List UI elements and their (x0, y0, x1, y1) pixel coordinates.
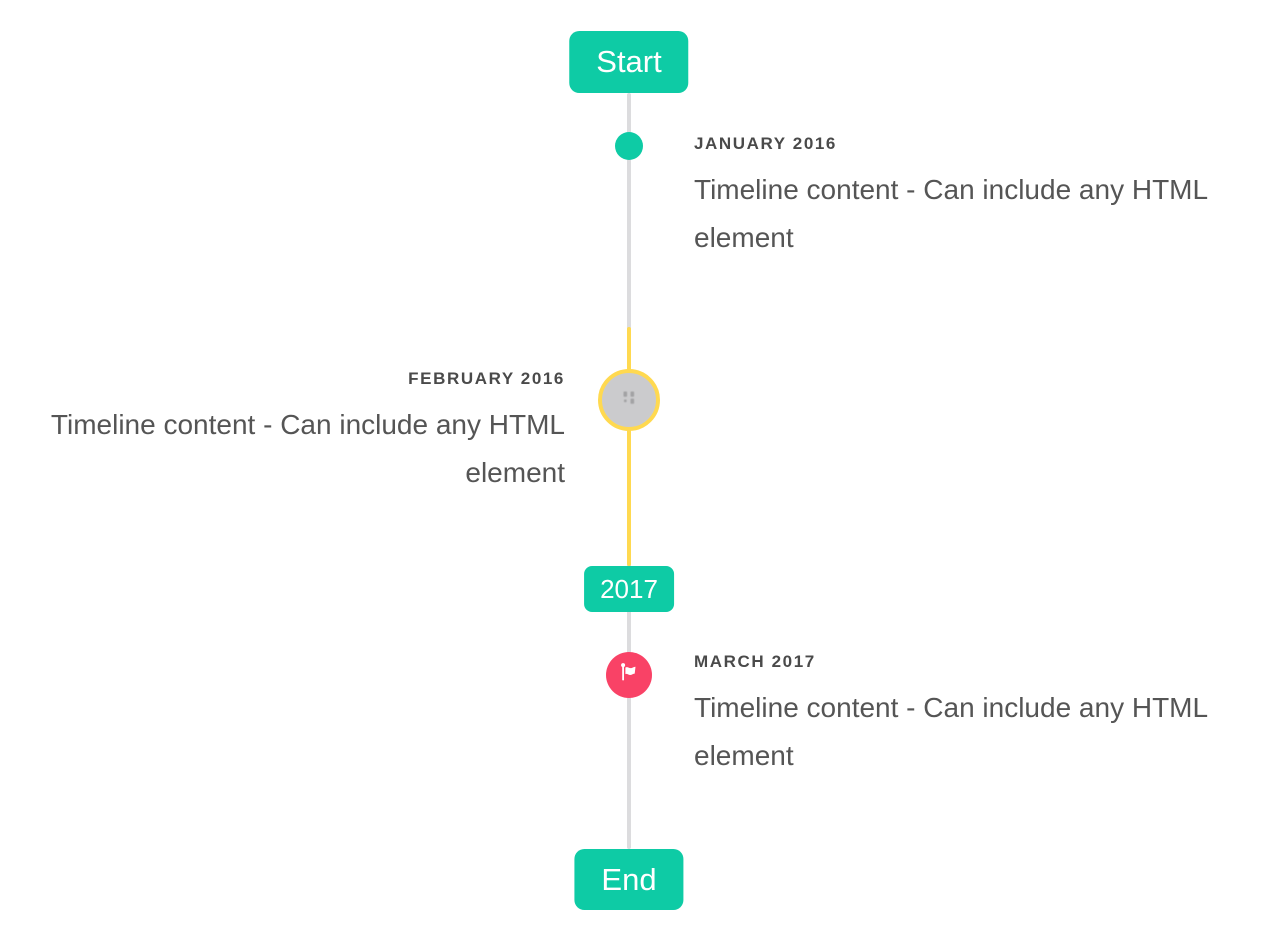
timeline-item-title: MARCH 2017 (694, 652, 816, 671)
flag-icon (617, 661, 641, 690)
timeline-item-content: Timeline content - Can include any HTML … (694, 692, 1208, 771)
broken-image-icon (621, 390, 638, 410)
timeline-item-title: JANUARY 2016 (694, 134, 837, 153)
timeline-end-badge[interactable]: End (574, 849, 684, 910)
timeline-period-badge-2017[interactable]: 2017 (584, 566, 674, 612)
timeline-item-content: Timeline content - Can include any HTML … (50, 409, 565, 488)
timeline-item-february: FEBRUARY 2016 Timeline content - Can inc… (33, 369, 565, 497)
timeline-marker-march-flag[interactable] (606, 652, 652, 698)
timeline-item-title: FEBRUARY 2016 (408, 369, 565, 388)
timeline-marker-february-circle[interactable] (598, 369, 660, 431)
timeline-item-january: JANUARY 2016 Timeline content - Can incl… (694, 134, 1226, 262)
timeline-marker-january-dot[interactable] (615, 132, 643, 160)
timeline-start-badge[interactable]: Start (569, 31, 689, 93)
timeline-item-content: Timeline content - Can include any HTML … (694, 174, 1208, 253)
timeline-item-march: MARCH 2017 Timeline content - Can includ… (694, 652, 1226, 780)
timeline-line-highlight-segment (627, 327, 631, 566)
